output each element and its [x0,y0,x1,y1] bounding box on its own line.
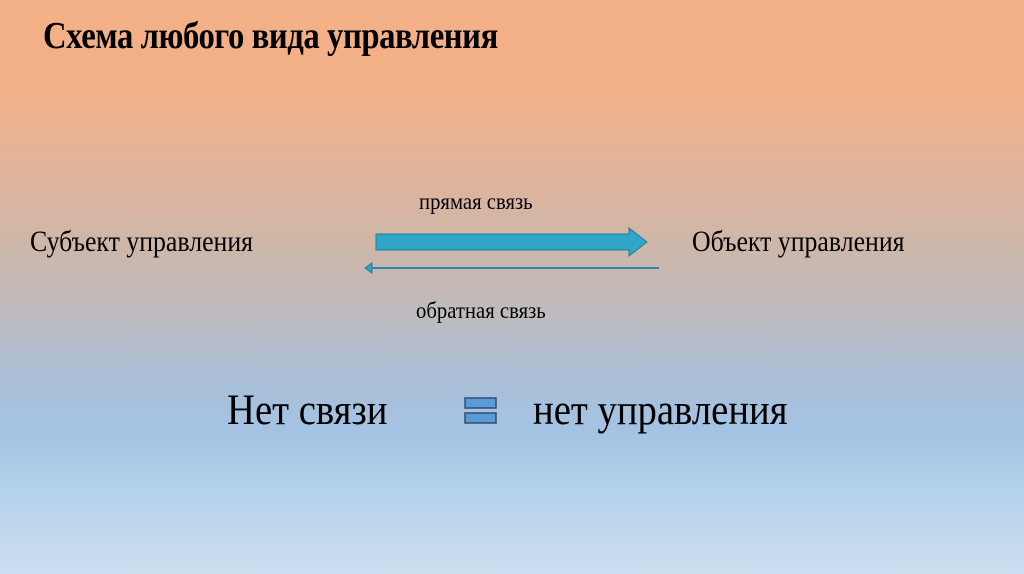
no-link-text: Нет связи [227,387,388,434]
direct-arrow-icon [375,226,648,258]
feedback-link-label: обратная связь [416,298,546,323]
equals-icon [464,397,497,424]
subject-label: Субъект управления [30,225,254,258]
feedback-arrow-icon [364,262,659,274]
slide-title: Схема любого вида управления [43,15,498,57]
no-control-text: нет управления [533,387,788,434]
direct-link-label: прямая связь [419,189,533,214]
object-label: Объект управления [692,225,905,258]
